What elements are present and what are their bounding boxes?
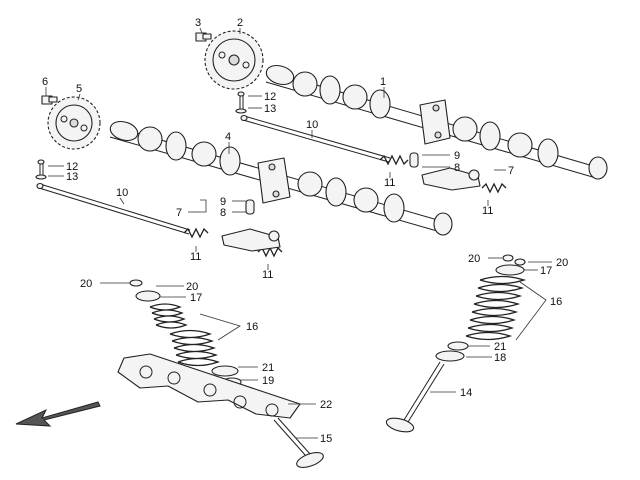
- callout-7-upper: 7: [508, 165, 514, 177]
- callout-9-lower: 9: [220, 196, 226, 208]
- callout-2: 2: [237, 17, 243, 29]
- rocker-arm-upper: [409, 152, 481, 191]
- callout-3: 3: [195, 17, 201, 29]
- callout-20-left-b: 20: [186, 281, 198, 293]
- rocker-spring-1: [379, 154, 409, 166]
- leader-lines: [45, 27, 552, 439]
- callout-6: 6: [42, 76, 48, 88]
- valve-spring-right-stack: [435, 254, 527, 362]
- rocker-spring-3: [183, 227, 209, 239]
- sprocket-bolt-upper: [195, 32, 212, 42]
- sprocket-bolt-lower: [41, 95, 58, 105]
- callout-12-upper: 12: [264, 91, 276, 103]
- bolt-upper: [235, 91, 247, 114]
- callout-20-right-a: 20: [468, 253, 480, 265]
- camshaft-upper-journal: [419, 99, 451, 145]
- rocker-shaft-lower: [36, 182, 191, 235]
- callout-21-left: 21: [262, 362, 274, 374]
- callout-7-lower: 7: [176, 207, 182, 219]
- callouts: 1 2 3 4 5 6 7 7 8 8 9 9 10 10 11 11 11 1…: [42, 17, 568, 445]
- rocker-arm-lower: [221, 199, 281, 252]
- callout-11-a: 11: [384, 177, 395, 189]
- front-direction-arrow-icon: [15, 401, 101, 427]
- callout-4: 4: [225, 131, 231, 143]
- rocker-spring-2: [481, 182, 507, 194]
- callout-14: 14: [460, 387, 472, 399]
- camshaft-lower: [109, 120, 453, 236]
- callout-12-lower: 12: [66, 161, 78, 173]
- callout-20-left-a: 20: [80, 278, 92, 290]
- callout-11-d: 11: [262, 269, 273, 281]
- camshaft-lower-journal: [257, 157, 291, 204]
- callout-9-upper: 9: [454, 150, 460, 162]
- callout-10-lower: 10: [116, 187, 128, 199]
- callout-21-right: 21: [494, 341, 506, 353]
- callout-10-upper: 10: [306, 119, 318, 131]
- intake-valve-left: [273, 417, 324, 468]
- exhaust-valve-right: [385, 361, 445, 433]
- callout-16-left: 16: [246, 321, 258, 333]
- callout-1: 1: [380, 76, 386, 88]
- callout-13-lower: 13: [66, 171, 78, 183]
- callout-5: 5: [76, 83, 82, 95]
- callout-20-right-b: 20: [556, 257, 568, 269]
- callout-11-b: 11: [482, 205, 493, 217]
- sprocket-upper: [204, 30, 264, 90]
- callout-22: 22: [320, 399, 332, 411]
- callout-17-left: 17: [190, 292, 202, 304]
- sprocket-lower: [47, 96, 101, 150]
- callout-13-upper: 13: [264, 103, 276, 115]
- callout-19: 19: [262, 375, 274, 387]
- callout-18: 18: [494, 352, 506, 364]
- callout-16-right: 16: [550, 296, 562, 308]
- rocker-shaft-upper: [240, 114, 391, 163]
- callout-8-upper: 8: [454, 162, 460, 174]
- callout-15: 15: [320, 433, 332, 445]
- callout-8-lower: 8: [220, 207, 226, 219]
- callout-11-c: 11: [190, 251, 201, 263]
- camshaft-upper: [265, 64, 608, 180]
- bolt-lower: [35, 159, 47, 180]
- callout-17-right: 17: [540, 265, 552, 277]
- head-gasket-plate: [117, 353, 301, 419]
